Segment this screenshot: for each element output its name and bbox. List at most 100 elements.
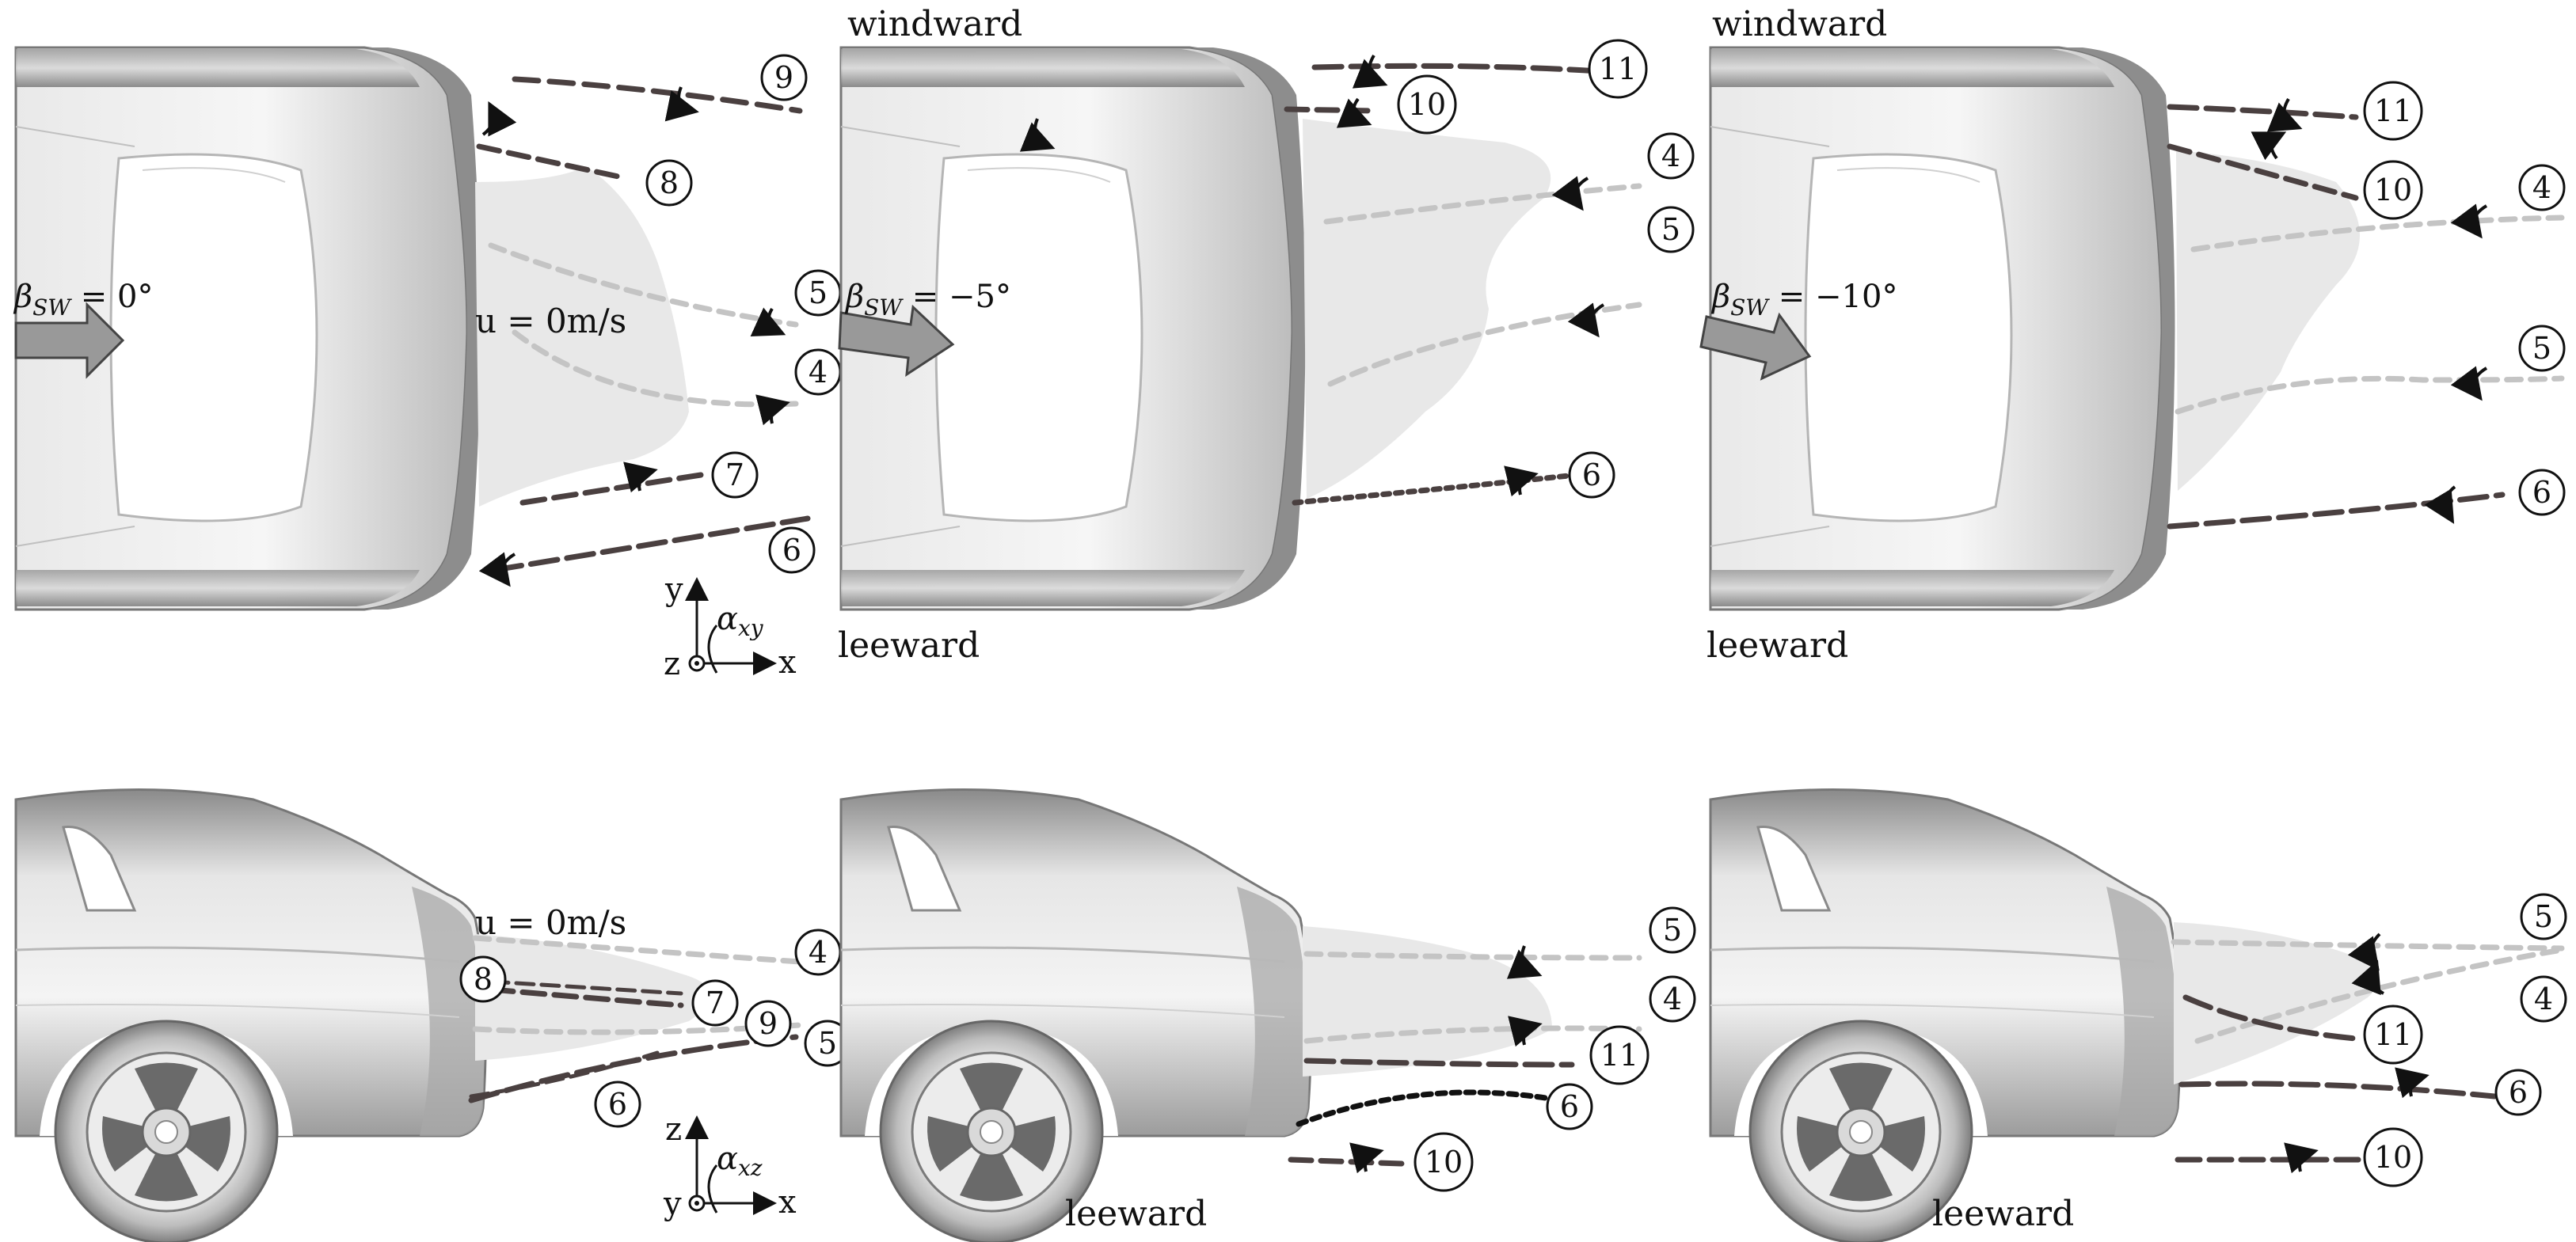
svg-text:4: 4 <box>1663 982 1682 1016</box>
windward-label: windward <box>1712 4 1887 44</box>
wake-region <box>1303 926 1552 1077</box>
svg-text:x: x <box>778 644 797 681</box>
panel-top-beta10: βSW = −10° windward leeward 11 10 4 5 6 <box>1699 4 2566 666</box>
wake-region <box>2174 922 2379 1084</box>
car-side-view <box>839 788 1312 1242</box>
wind-arrow <box>1699 312 1812 381</box>
vortex-4-line <box>512 329 799 408</box>
svg-text:5: 5 <box>1663 913 1682 948</box>
vortex-5-line <box>1303 951 1642 961</box>
rotation-arrows <box>1349 945 1543 1174</box>
leeward-label: leeward <box>838 625 980 666</box>
wind-arrow <box>14 302 125 379</box>
car-side-view <box>1709 788 2182 1242</box>
svg-text:y: y <box>663 1186 682 1222</box>
vortex-11-line <box>2167 104 2359 120</box>
rotation-arrows <box>2284 932 2430 1174</box>
svg-text:10: 10 <box>1408 87 1446 122</box>
u-zero-label: u = 0m/s <box>475 903 626 942</box>
car-side-view <box>14 788 487 1242</box>
vortex-11-line <box>1311 63 1603 74</box>
vortex-8-line <box>489 979 683 996</box>
vortex-8-line <box>476 143 629 181</box>
svg-text:11: 11 <box>2374 1017 2412 1052</box>
svg-text:6: 6 <box>608 1087 627 1122</box>
svg-text:11: 11 <box>1600 1038 1638 1073</box>
svg-text:8: 8 <box>474 962 493 997</box>
vortex-markers: 11 10 4 5 6 <box>1397 39 1695 499</box>
svg-text:6: 6 <box>1582 458 1601 492</box>
axis-xy: y z x αxy <box>664 572 797 682</box>
svg-text:11: 11 <box>2374 93 2412 128</box>
svg-text:5: 5 <box>818 1026 837 1061</box>
rotation-arrows <box>478 86 790 587</box>
wake-region <box>475 166 689 507</box>
u-zero-label: u = 0m/s <box>475 302 626 340</box>
svg-text:6: 6 <box>2532 475 2551 510</box>
vortex-6-line <box>1292 472 1579 506</box>
svg-text:4: 4 <box>1661 139 1680 173</box>
svg-text:4: 4 <box>809 935 828 970</box>
svg-text:10: 10 <box>1425 1145 1463 1179</box>
svg-text:y: y <box>664 572 683 608</box>
vortex-4-line <box>1323 183 1642 225</box>
svg-text:9: 9 <box>774 60 793 95</box>
wake-region <box>1303 119 1551 499</box>
svg-text:6: 6 <box>1560 1089 1579 1124</box>
vortex-markers: 5 4 11 6 10 <box>1414 906 1696 1192</box>
vortex-6-line <box>469 1050 660 1099</box>
vortex-markers: 4 8 7 9 5 6 <box>459 929 851 1128</box>
vortex-6-line <box>492 515 811 573</box>
svg-text:7: 7 <box>725 458 744 492</box>
vortex-7-line <box>488 986 684 1008</box>
svg-text:4: 4 <box>2534 982 2553 1016</box>
wind-arrow <box>838 304 955 377</box>
svg-text:6: 6 <box>782 533 801 568</box>
vortex-11-line <box>2182 994 2359 1042</box>
svg-text:8: 8 <box>660 165 679 200</box>
panel-bottom-beta0: u = 0m/s 4 8 7 9 5 6 z y x αxz <box>14 788 851 1242</box>
panel-top-beta0: βSW = 0° u = 0m/s 9 8 5 4 7 6 y z x αxy <box>13 46 842 682</box>
vortex-10-line <box>1284 106 1377 114</box>
svg-text:z: z <box>664 646 680 682</box>
vortex-9-line <box>512 76 803 114</box>
vortex-markers: 11 10 4 5 6 <box>2363 81 2566 516</box>
vortex-5-line <box>2175 375 2565 415</box>
svg-text:5: 5 <box>2534 899 2553 934</box>
svg-text:5: 5 <box>2532 331 2551 366</box>
svg-text:6: 6 <box>2509 1075 2528 1110</box>
leeward-label: leeward <box>1065 1194 1207 1234</box>
axis-xz: z y x αxz <box>663 1111 797 1222</box>
wake-region <box>2176 150 2360 491</box>
vortex-10-line <box>1288 1157 1405 1167</box>
vortex-11-line <box>1303 1058 1575 1068</box>
svg-text:αxy: αxy <box>717 601 764 641</box>
windward-label: windward <box>847 4 1022 44</box>
svg-text:9: 9 <box>759 1006 778 1041</box>
vortex-4-line <box>2190 215 2565 253</box>
svg-text:4: 4 <box>809 355 828 389</box>
svg-text:5: 5 <box>1661 212 1680 247</box>
vortex-6-line <box>1296 1089 1563 1127</box>
vortex-7-line <box>519 472 704 506</box>
vortex-markers: 5 4 11 6 10 <box>2363 893 2567 1187</box>
vortex-markers: 9 8 5 4 7 6 <box>645 54 842 574</box>
beta-label: βSW = −5° <box>844 279 1011 321</box>
svg-text:10: 10 <box>2374 1140 2412 1175</box>
svg-text:11: 11 <box>1599 51 1637 86</box>
vortex-6-line <box>2178 1081 2498 1100</box>
svg-text:z: z <box>665 1111 682 1148</box>
rotation-arrows <box>2251 97 2488 524</box>
beta-label: βSW = −10° <box>1710 279 1897 321</box>
vortex-10-line <box>2167 143 2359 201</box>
panel-top-beta5: βSW = −5° windward leeward 11 10 4 5 6 <box>838 4 1695 666</box>
rotation-arrows <box>1019 54 1605 497</box>
vortex-4-line <box>1303 1025 1642 1044</box>
panel-bottom-beta5: leeward 5 4 11 6 10 <box>839 788 1696 1242</box>
svg-text:5: 5 <box>809 275 828 310</box>
leeward-label: leeward <box>1707 625 1848 666</box>
vortex-6-line <box>2167 492 2506 530</box>
beta-label: βSW = 0° <box>13 279 154 321</box>
svg-text:4: 4 <box>2532 170 2551 205</box>
